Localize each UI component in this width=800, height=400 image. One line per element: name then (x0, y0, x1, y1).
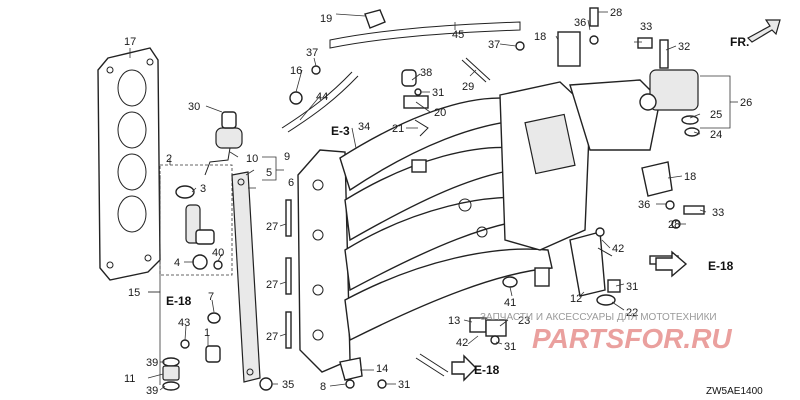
part-label: 10 (246, 153, 258, 165)
ref-label: E-3 (331, 124, 350, 138)
throttle-sensor-parts (557, 7, 700, 137)
part-label: 27 (266, 331, 278, 343)
part-label: 15 (128, 287, 140, 299)
part-label: 20 (434, 107, 446, 119)
diagram-code: ZW5AE1400 (706, 386, 763, 397)
part-label: 40 (212, 247, 224, 259)
part-label: 6 (288, 177, 294, 189)
studs (285, 199, 292, 349)
ref-label: E-18 (474, 363, 500, 377)
part-label: 27 (266, 221, 278, 233)
part-label: 45 (452, 29, 464, 41)
part-label: 39 (146, 357, 158, 369)
part-label: 43 (178, 317, 190, 329)
ref-e3: E-3 (331, 124, 350, 138)
part-label: 33 (640, 21, 652, 33)
ref-label: E-18 (166, 294, 192, 308)
part-label: 16 (290, 65, 302, 77)
part-label: 11 (124, 373, 135, 385)
part-label: 12 (570, 293, 582, 305)
part-label: 36 (574, 17, 586, 29)
part-label: 29 (462, 81, 474, 93)
upper-hoses (281, 9, 525, 173)
part-label: 5 (266, 167, 272, 179)
grommets (162, 312, 221, 391)
part-label: 26 (740, 97, 752, 109)
part-label: 42 (612, 243, 624, 255)
part-label: 3 (200, 183, 206, 195)
part-label: 28 (610, 7, 622, 19)
part-label: 1 (204, 327, 210, 339)
part-label: 37 (306, 47, 318, 59)
fuel-rail (231, 171, 273, 391)
part-label: 27 (266, 279, 278, 291)
part-label: 31 (398, 379, 410, 391)
part-label: 37 (488, 39, 500, 51)
fr-label: FR. (730, 35, 749, 49)
part-label: 33 (712, 207, 724, 219)
part-label: 39 (146, 385, 158, 397)
part-label: 19 (320, 13, 332, 25)
side-brackets (502, 161, 705, 306)
part-label: 13 (448, 315, 460, 327)
part-label: 36 (638, 199, 650, 211)
part-label: 8 (320, 381, 326, 393)
part-label: 18 (534, 31, 546, 43)
pulsation-damper (204, 111, 243, 176)
watermark: ЗАПЧАСТИ И АКСЕССУАРЫ ДЛЯ МОТОТЕХНИКИ PA… (480, 312, 732, 354)
part-label: 32 (678, 41, 690, 53)
part-label: 28 (668, 219, 680, 231)
ref-e18-right: E-18 (655, 250, 734, 278)
part-label: 14 (376, 363, 388, 375)
part-label: 9 (284, 151, 290, 163)
intake-manifold (297, 79, 661, 373)
part-label: 30 (188, 101, 200, 113)
part-label: 41 (504, 297, 516, 309)
watermark-text: ЗАПЧАСТИ И АКСЕССУАРЫ ДЛЯ МОТОТЕХНИКИ (480, 312, 717, 323)
part-label: 35 (282, 379, 294, 391)
watermark-brand: PARTSFOR.RU (532, 323, 732, 354)
intake-gasket (97, 47, 161, 281)
part-label: 38 (420, 67, 432, 79)
part-label: 4 (174, 257, 180, 269)
part-label: 2 (166, 153, 172, 165)
part-label: 31 (626, 281, 638, 293)
ref-e18-bottom: E-18 (451, 354, 500, 382)
leader-lines (129, 11, 738, 391)
part-label: 22 (626, 307, 638, 319)
part-labels: 17 19 45 37 16 44 38 31 20 21 34 29 37 1… (124, 7, 752, 397)
part-label: 42 (456, 337, 468, 349)
front-direction-arrow: FR. (730, 19, 781, 49)
ref-e18-left: E-18 (166, 294, 192, 308)
part-label: 7 (208, 291, 214, 303)
part-label: 23 (518, 315, 530, 327)
part-label: 17 (124, 36, 136, 48)
injector-assembly (159, 164, 233, 276)
ref-label: E-18 (708, 259, 734, 273)
part-label: 25 (710, 109, 722, 121)
part-label: 34 (358, 121, 370, 133)
part-label: 21 (392, 123, 404, 135)
part-label: 31 (432, 87, 444, 99)
part-label: 44 (316, 91, 328, 103)
part-label: 31 (504, 341, 516, 353)
part-label: 24 (710, 129, 722, 141)
part-label: 18 (684, 171, 696, 183)
lower-brackets (339, 317, 507, 389)
